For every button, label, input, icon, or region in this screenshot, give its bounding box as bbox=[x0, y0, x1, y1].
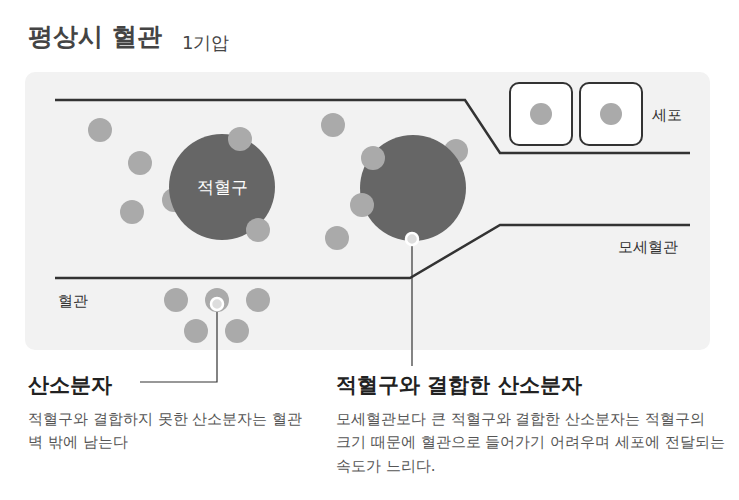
cells bbox=[510, 83, 642, 145]
cell-nucleus bbox=[530, 103, 552, 125]
part-label: 모세혈관 bbox=[618, 236, 678, 259]
oxygen-molecule bbox=[128, 151, 152, 175]
oxygen-molecule bbox=[325, 226, 349, 250]
leader-line bbox=[140, 312, 217, 382]
oxygen-molecule bbox=[88, 118, 112, 142]
oxygen-molecule bbox=[321, 113, 345, 137]
panel bbox=[25, 72, 710, 350]
vessel-wall bbox=[55, 225, 690, 278]
oxygen-molecule bbox=[164, 288, 188, 312]
leader-lines bbox=[140, 246, 412, 382]
oxygen-marker bbox=[211, 298, 223, 310]
oxygen-molecules bbox=[88, 113, 468, 343]
callout-body: 모세혈관보다 큰 적혈구와 결합한 산소분자는 적혈구의 크기 때문에 혈관으로… bbox=[336, 408, 726, 478]
oxygen-molecule bbox=[361, 146, 385, 170]
title: 평상시 혈관 bbox=[28, 20, 162, 53]
oxygen-molecule bbox=[246, 288, 270, 312]
oxygen-molecule bbox=[225, 319, 249, 343]
callout-heading: 산소분자 bbox=[28, 369, 112, 402]
callout-body: 적혈구와 결합하지 못한 산소분자는 혈관 벽 밖에 남는다 bbox=[28, 408, 313, 455]
oxygen-molecule bbox=[184, 319, 208, 343]
cell bbox=[580, 83, 642, 145]
cell bbox=[510, 83, 572, 145]
cell-label: 적혈구 bbox=[197, 176, 248, 199]
pressure-label: 1기압 bbox=[182, 29, 229, 57]
leader-line bbox=[411, 246, 412, 366]
oxygen-molecule bbox=[205, 288, 229, 312]
red-blood-cell: 적혈구 bbox=[169, 134, 275, 240]
part-label: 혈관 bbox=[58, 290, 88, 313]
red-blood-cell bbox=[360, 135, 466, 241]
oxygen-molecule bbox=[120, 200, 144, 224]
oxygen-molecule bbox=[350, 193, 374, 217]
cell-nucleus bbox=[600, 103, 622, 125]
part-label: 세포 bbox=[652, 104, 682, 127]
callout-heading: 적혈구와 결합한 산소분자 bbox=[336, 369, 582, 402]
bound-oxygen bbox=[406, 233, 418, 245]
